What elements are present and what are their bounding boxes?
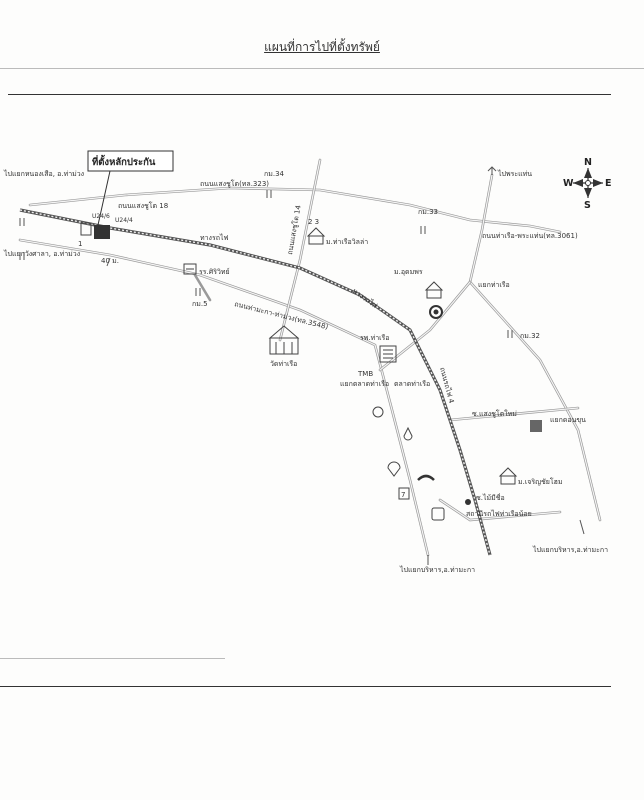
label-m-udomporn: ม.อุดมพร — [394, 268, 423, 276]
station-icon — [465, 499, 471, 505]
house-icon-villa — [306, 227, 326, 245]
property-label: ที่ตั้งหลักประกัน — [92, 154, 156, 168]
label-distance-40m: 40 ม. — [101, 257, 119, 265]
label-sangchuto-14: ถนนแสงชูโต 14 — [285, 204, 303, 256]
label-soi-maichue: ซ.ไม้มีชื่อ — [476, 493, 505, 502]
label-km33: กม.33 — [418, 208, 438, 216]
compass-rose: N S W E — [563, 157, 612, 211]
label-rail-rd-4: ถนนรถไฟ 4 — [438, 366, 456, 405]
arrow-icons — [106, 166, 585, 565]
label-yaek-tharuea: แยกท่าเรือ — [478, 281, 510, 289]
label-km34: กม.34 — [264, 170, 285, 178]
bottom-faint-rule — [0, 658, 225, 659]
bottom-frame-rule — [0, 686, 611, 687]
shell-icon — [387, 461, 401, 477]
house-icon-udomporn — [424, 281, 444, 299]
road-thamaka-thamuang-3548 — [18, 238, 430, 557]
label-railway-1: ทางรถไฟ — [200, 233, 228, 242]
label-railway-2: ทางรถไฟ — [351, 286, 379, 310]
compass-e: E — [605, 178, 612, 189]
label-to-phra-thaen: ไปพระแท่น — [497, 169, 532, 178]
compass-n: N — [584, 157, 592, 168]
fuel-drop-icon — [403, 426, 413, 441]
label-km32: กม.32 — [520, 332, 540, 340]
label-m-tharuea-villa: ม.ท่าเรือวิลล่า — [326, 238, 368, 246]
hospital-icon — [379, 345, 397, 363]
top-frame-rule — [8, 94, 611, 95]
top-faint-rule — [0, 68, 644, 69]
label-marker-23: 2 3 — [308, 218, 319, 226]
ptt-icon-inner — [433, 309, 439, 315]
label-yaek-nong-khon: แยกดอนขุน — [550, 416, 586, 424]
label-km5: กม.5 — [192, 300, 208, 308]
property-marker-2 — [80, 222, 92, 236]
road-link-km5 — [193, 273, 212, 302]
seven-eleven-icon — [398, 487, 410, 500]
label-talad-tharuea: ตลาดท่าเรือ — [394, 380, 430, 388]
dark-building-icon — [530, 420, 542, 432]
label-tmb: TMB — [357, 370, 373, 378]
km-post-icons — [19, 190, 513, 338]
label-wat-tharuea: วัดท่าเรือ — [270, 360, 297, 368]
page-title: แผนที่การไปที่ตั้งทรัพย์ — [264, 40, 380, 54]
property-marker — [94, 225, 110, 239]
label-thamuang-3061: ถนนท่าเรือ-พระแท่น(ทล.3061) — [482, 232, 578, 240]
compass-s: S — [584, 200, 591, 211]
school-icon — [183, 263, 197, 275]
store-icon — [431, 507, 445, 521]
property-callout — [80, 150, 174, 239]
label-to-wang-sala: ไปแยกวังศาลา, อ.ท่าม่วง — [3, 249, 80, 258]
label-m-charoen: ม.เจริญชัยโฮม — [518, 477, 563, 486]
label-to-borihan-1: ไปแยกบริหาร,อ.ท่ามะกา — [399, 565, 475, 574]
label-hospital-tharuea: รพ.ท่าเรือ — [360, 334, 390, 342]
label-marker-1: 1 — [78, 240, 82, 248]
label-sangchuto-323: ถนนแสงชูโต(ทล.323) — [200, 179, 269, 188]
label-school-siriwit: รร.ศิริวิทย์ — [199, 268, 230, 276]
label-to-nong-suea: ไปแยกหนองเสือ, อ.ท่าม่วง — [3, 169, 84, 178]
label-soi-sangchuto-yai: ซ.แสงชูโตใหม่ — [472, 409, 517, 418]
road-network — [18, 158, 602, 557]
label-lot-24-4: U24/4 — [115, 217, 133, 224]
compass-w: W — [563, 178, 574, 189]
label-seven-eleven: 7 — [401, 491, 405, 499]
label-to-borihan-2: ไปแยกบริหาร,อ.ท่ามะกา — [532, 545, 608, 554]
ptt-icon — [429, 305, 443, 319]
house-icon-charoen — [498, 467, 518, 485]
railway-line — [19, 208, 492, 556]
label-lot-24-6: U24/6 — [92, 213, 110, 220]
bank-logo-icon — [417, 474, 435, 481]
label-station-tharuea-noi: สถานีรถไฟท่าเรือน้อย — [466, 509, 532, 518]
temple-icon — [268, 325, 300, 355]
bank-icon — [372, 406, 384, 418]
label-sangchuto-18: ถนนแสงชูโต 18 — [118, 201, 168, 210]
label-yaek-talad: แยกตลาดท่าเรือ — [340, 380, 389, 388]
